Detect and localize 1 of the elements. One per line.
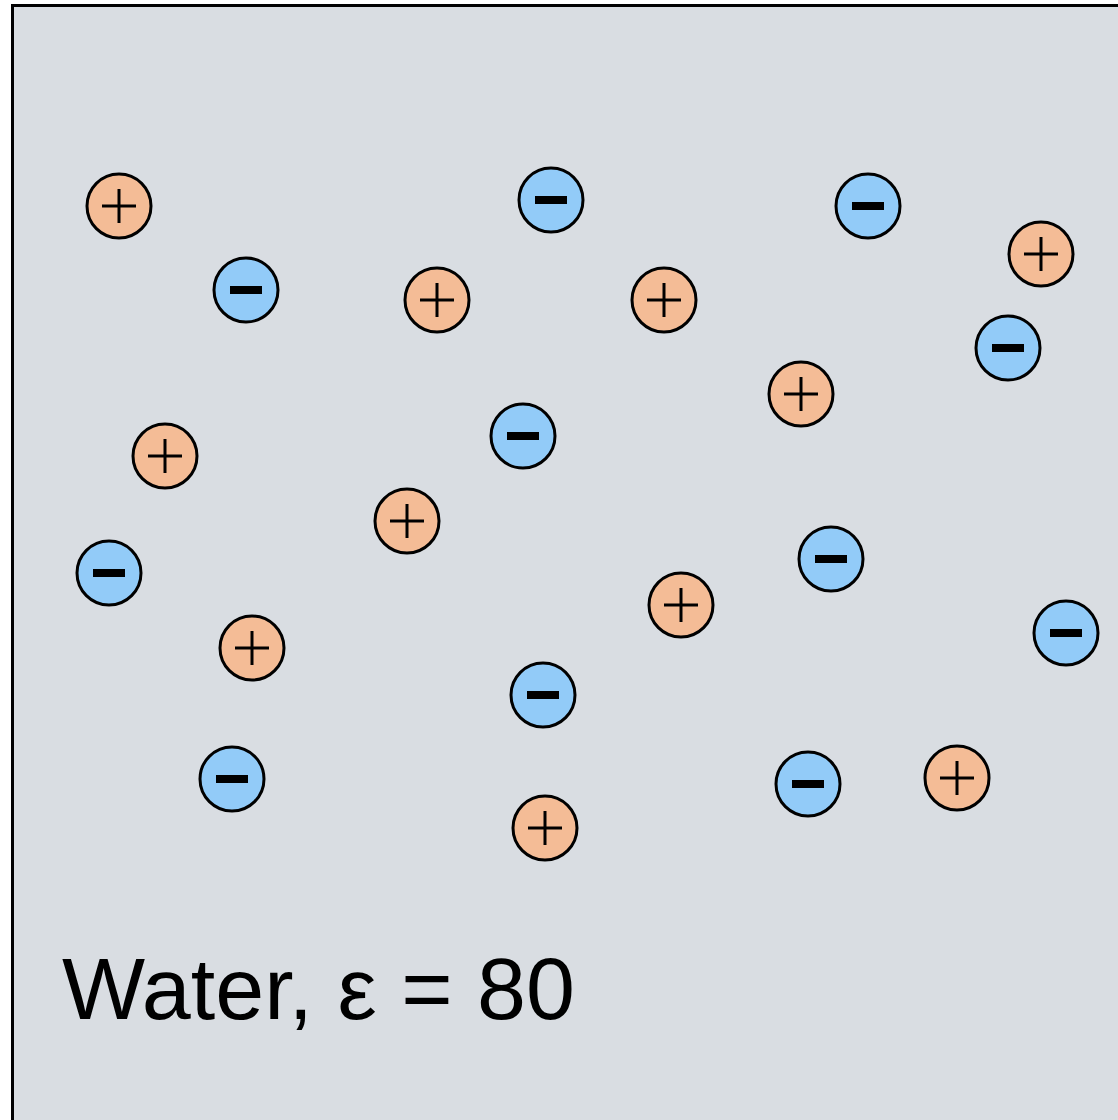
- medium-label: Water, ε = 80: [62, 945, 575, 1033]
